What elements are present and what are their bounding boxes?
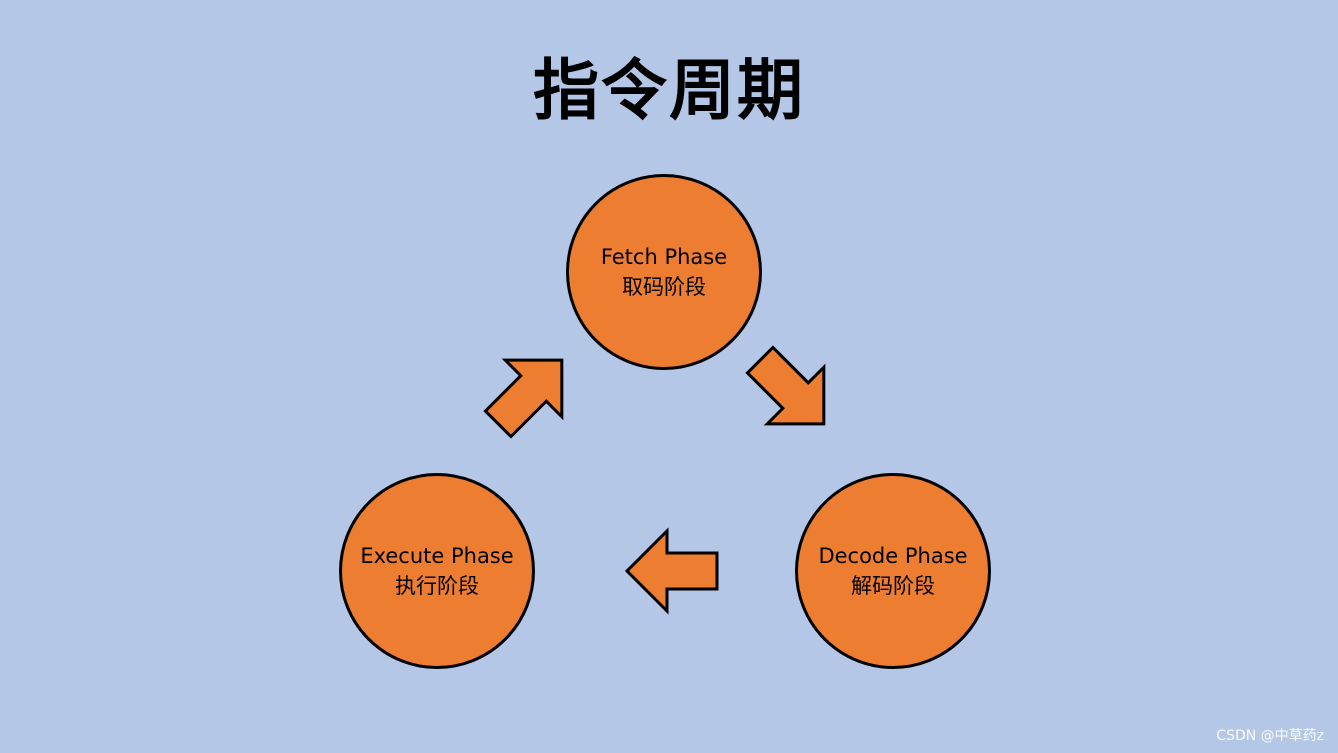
execute-phase-label-en: Execute Phase <box>360 544 514 568</box>
fetch-phase-node: Fetch Phase 取码阶段 <box>566 174 762 370</box>
diagram-title: 指令周期 <box>533 52 805 129</box>
decode-phase-label-zh: 解码阶段 <box>851 574 935 598</box>
watermark: CSDN @中草药z <box>1216 728 1324 744</box>
arrow-decode-to-execute <box>624 527 719 615</box>
execute-phase-label-zh: 执行阶段 <box>395 574 479 598</box>
arrow-fetch-to-decode <box>745 345 826 426</box>
fetch-phase-label-zh: 取码阶段 <box>622 275 706 299</box>
execute-phase-node: Execute Phase 执行阶段 <box>339 473 535 669</box>
fetch-phase-label-en: Fetch Phase <box>600 245 728 269</box>
decode-phase-node: Decode Phase 解码阶段 <box>795 473 991 669</box>
arrow-execute-to-fetch <box>483 358 564 439</box>
decode-phase-label-en: Decode Phase <box>818 544 968 568</box>
